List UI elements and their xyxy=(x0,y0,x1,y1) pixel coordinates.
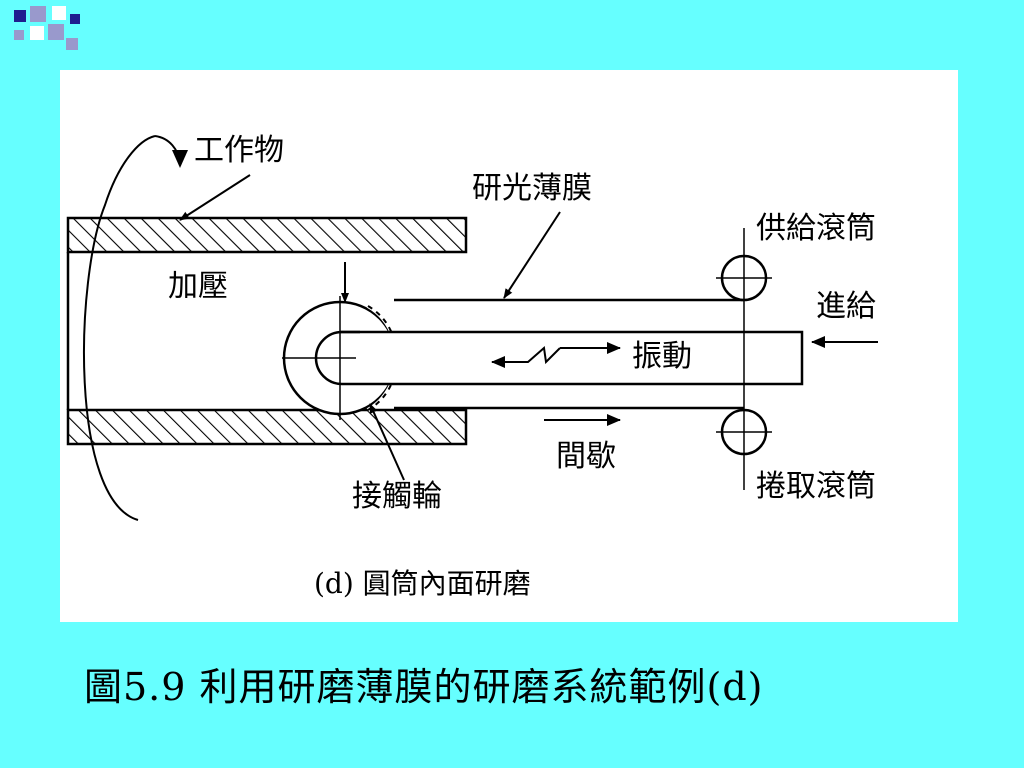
label-feed: 進給 xyxy=(816,289,876,324)
label-supply-roller: 供給滾筒 xyxy=(756,211,876,246)
label-film: 研光薄膜 xyxy=(472,171,592,206)
corner-square-white-2 xyxy=(30,26,44,40)
label-intermittent: 間歇 xyxy=(556,439,616,474)
figure-panel: 工作物 研光薄膜 供給滾筒 加壓 進給 振動 間歇 接觸輪 捲取滾筒 (d) 圓… xyxy=(60,70,958,622)
corner-square-lavender-4 xyxy=(66,38,78,50)
corner-square-navy xyxy=(14,10,26,22)
label-workpiece: 工作物 xyxy=(194,133,284,168)
contact-wheel-leader xyxy=(369,403,405,481)
workpiece-bottom-wall xyxy=(66,408,468,446)
label-takeup-roller: 捲取滾筒 xyxy=(756,469,876,504)
vibration-bar xyxy=(360,330,804,386)
label-contact-wheel: 接觸輪 xyxy=(352,479,442,514)
rotation-arrow-icon xyxy=(172,150,188,168)
corner-square-lavender-3 xyxy=(14,30,24,40)
label-pressure: 加壓 xyxy=(168,269,228,304)
corner-square-white xyxy=(52,6,66,20)
vibration-zigzag xyxy=(506,346,561,365)
diagram-subcaption: (d) 圓筒內面研磨 xyxy=(314,567,531,600)
corner-decoration xyxy=(0,0,90,60)
figure-caption: 圖5.9 利用研磨薄膜的研磨系統範例(d) xyxy=(84,665,764,709)
workpiece-leader xyxy=(179,174,251,221)
workpiece-top-wall xyxy=(66,216,468,254)
film-leader xyxy=(503,211,561,299)
corner-square-lavender xyxy=(30,6,46,22)
rotation-arc xyxy=(83,135,156,521)
label-vibration: 振動 xyxy=(632,339,692,374)
diagram-svg xyxy=(66,135,878,521)
corner-square-lavender-2 xyxy=(48,24,64,40)
corner-square-navy-2 xyxy=(70,14,80,24)
